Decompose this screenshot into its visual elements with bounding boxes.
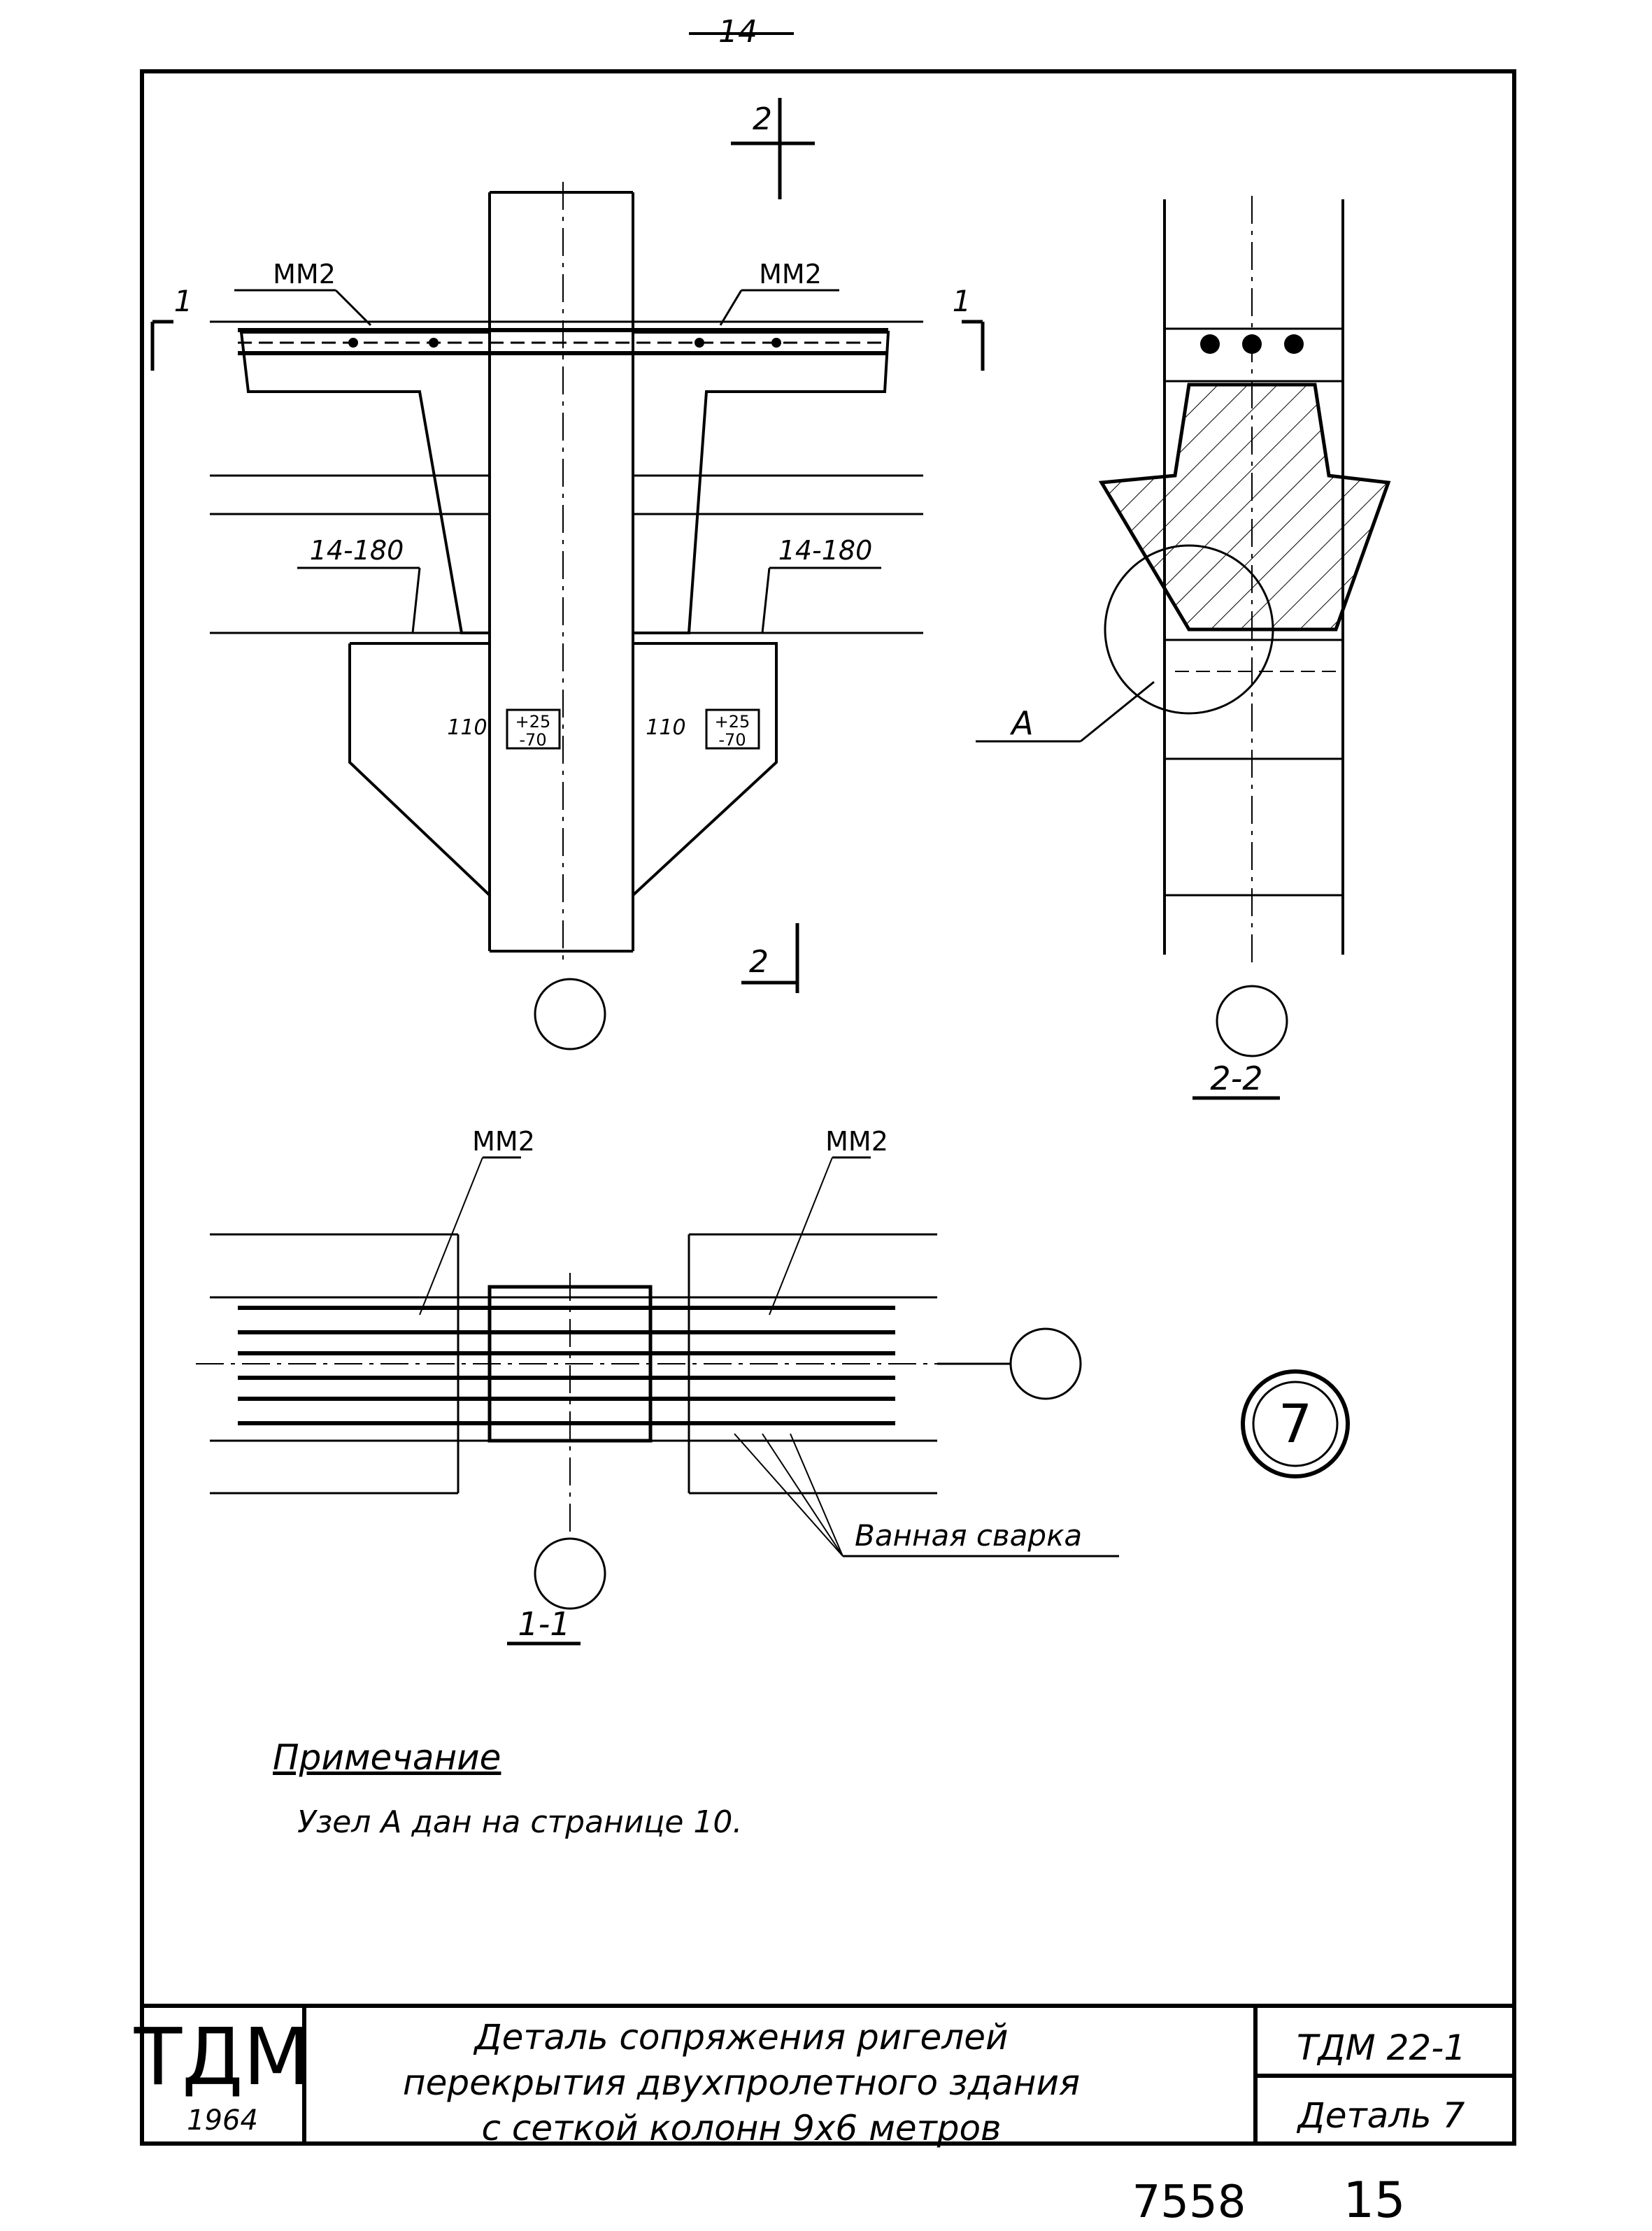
cut-2-mark-top: 2	[753, 101, 772, 137]
mm2-label-right: ММ2	[759, 259, 822, 290]
rebar-bars-1-1	[238, 1306, 895, 1425]
mm2-label-plan-left: ММ2	[472, 1126, 535, 1157]
note-heading: Примечание	[273, 1737, 501, 1778]
rebar-label-right: 14-180	[778, 535, 873, 566]
title-line-3: с сеткой колонн 9х6 метров	[481, 2108, 1001, 2148]
detail-label: Деталь 7	[1297, 2095, 1465, 2136]
rebar-dots-elevation	[348, 338, 781, 348]
node-a-label: А	[1009, 704, 1033, 742]
drawing-frame	[140, 69, 1516, 2146]
title-line-2: перекрытия двухпролетного здания	[403, 2062, 1080, 2103]
org-logo: ТДМ	[134, 2012, 311, 2103]
rebar-dots-section-2-2	[1200, 334, 1304, 354]
title-block	[142, 2004, 1514, 2144]
weld-leaders	[734, 1433, 843, 1557]
dim-label-right: 110	[646, 715, 685, 740]
title-line-1: Деталь сопряжения ригелей	[473, 2017, 1009, 2058]
tolerance-bottom-left: -70	[519, 730, 546, 750]
tolerance-bottom-right: -70	[718, 730, 746, 750]
detail-number-badge: 7	[1241, 1369, 1350, 1478]
document-code: ТДМ 22-1	[1297, 2027, 1466, 2068]
section-2-2-view	[976, 196, 1391, 1100]
section-2-2-title: 2-2	[1210, 1060, 1262, 1097]
elevation-view	[150, 98, 985, 1050]
section-1-1-view	[196, 1156, 1119, 1646]
dim-label-left: 110	[447, 715, 487, 740]
archive-number: 7558	[1132, 2176, 1246, 2228]
cut-1-mark-right: 1	[953, 284, 971, 318]
rebar-label-left: 14-180	[310, 535, 404, 566]
cut-1-mark-left: 1	[174, 284, 193, 318]
note-text: Узел А дан на странице 10.	[297, 1804, 742, 1840]
mm2-label-left: ММ2	[273, 259, 336, 290]
bath-weld-label: Ванная сварка	[855, 1518, 1082, 1553]
year: 1964	[187, 2104, 258, 2137]
section-1-1-title: 1-1	[518, 1605, 570, 1643]
svg-text:7: 7	[1279, 1392, 1312, 1455]
tolerance-top-left: +25	[515, 712, 551, 732]
top-page-number: 14	[689, 14, 794, 50]
svg-text:14: 14	[718, 14, 757, 50]
tolerance-top-right: +25	[715, 712, 750, 732]
cut-2-mark-bottom: 2	[749, 944, 769, 980]
bottom-page-number: 15	[1343, 2172, 1405, 2229]
mm2-label-plan-right: ММ2	[825, 1126, 888, 1157]
